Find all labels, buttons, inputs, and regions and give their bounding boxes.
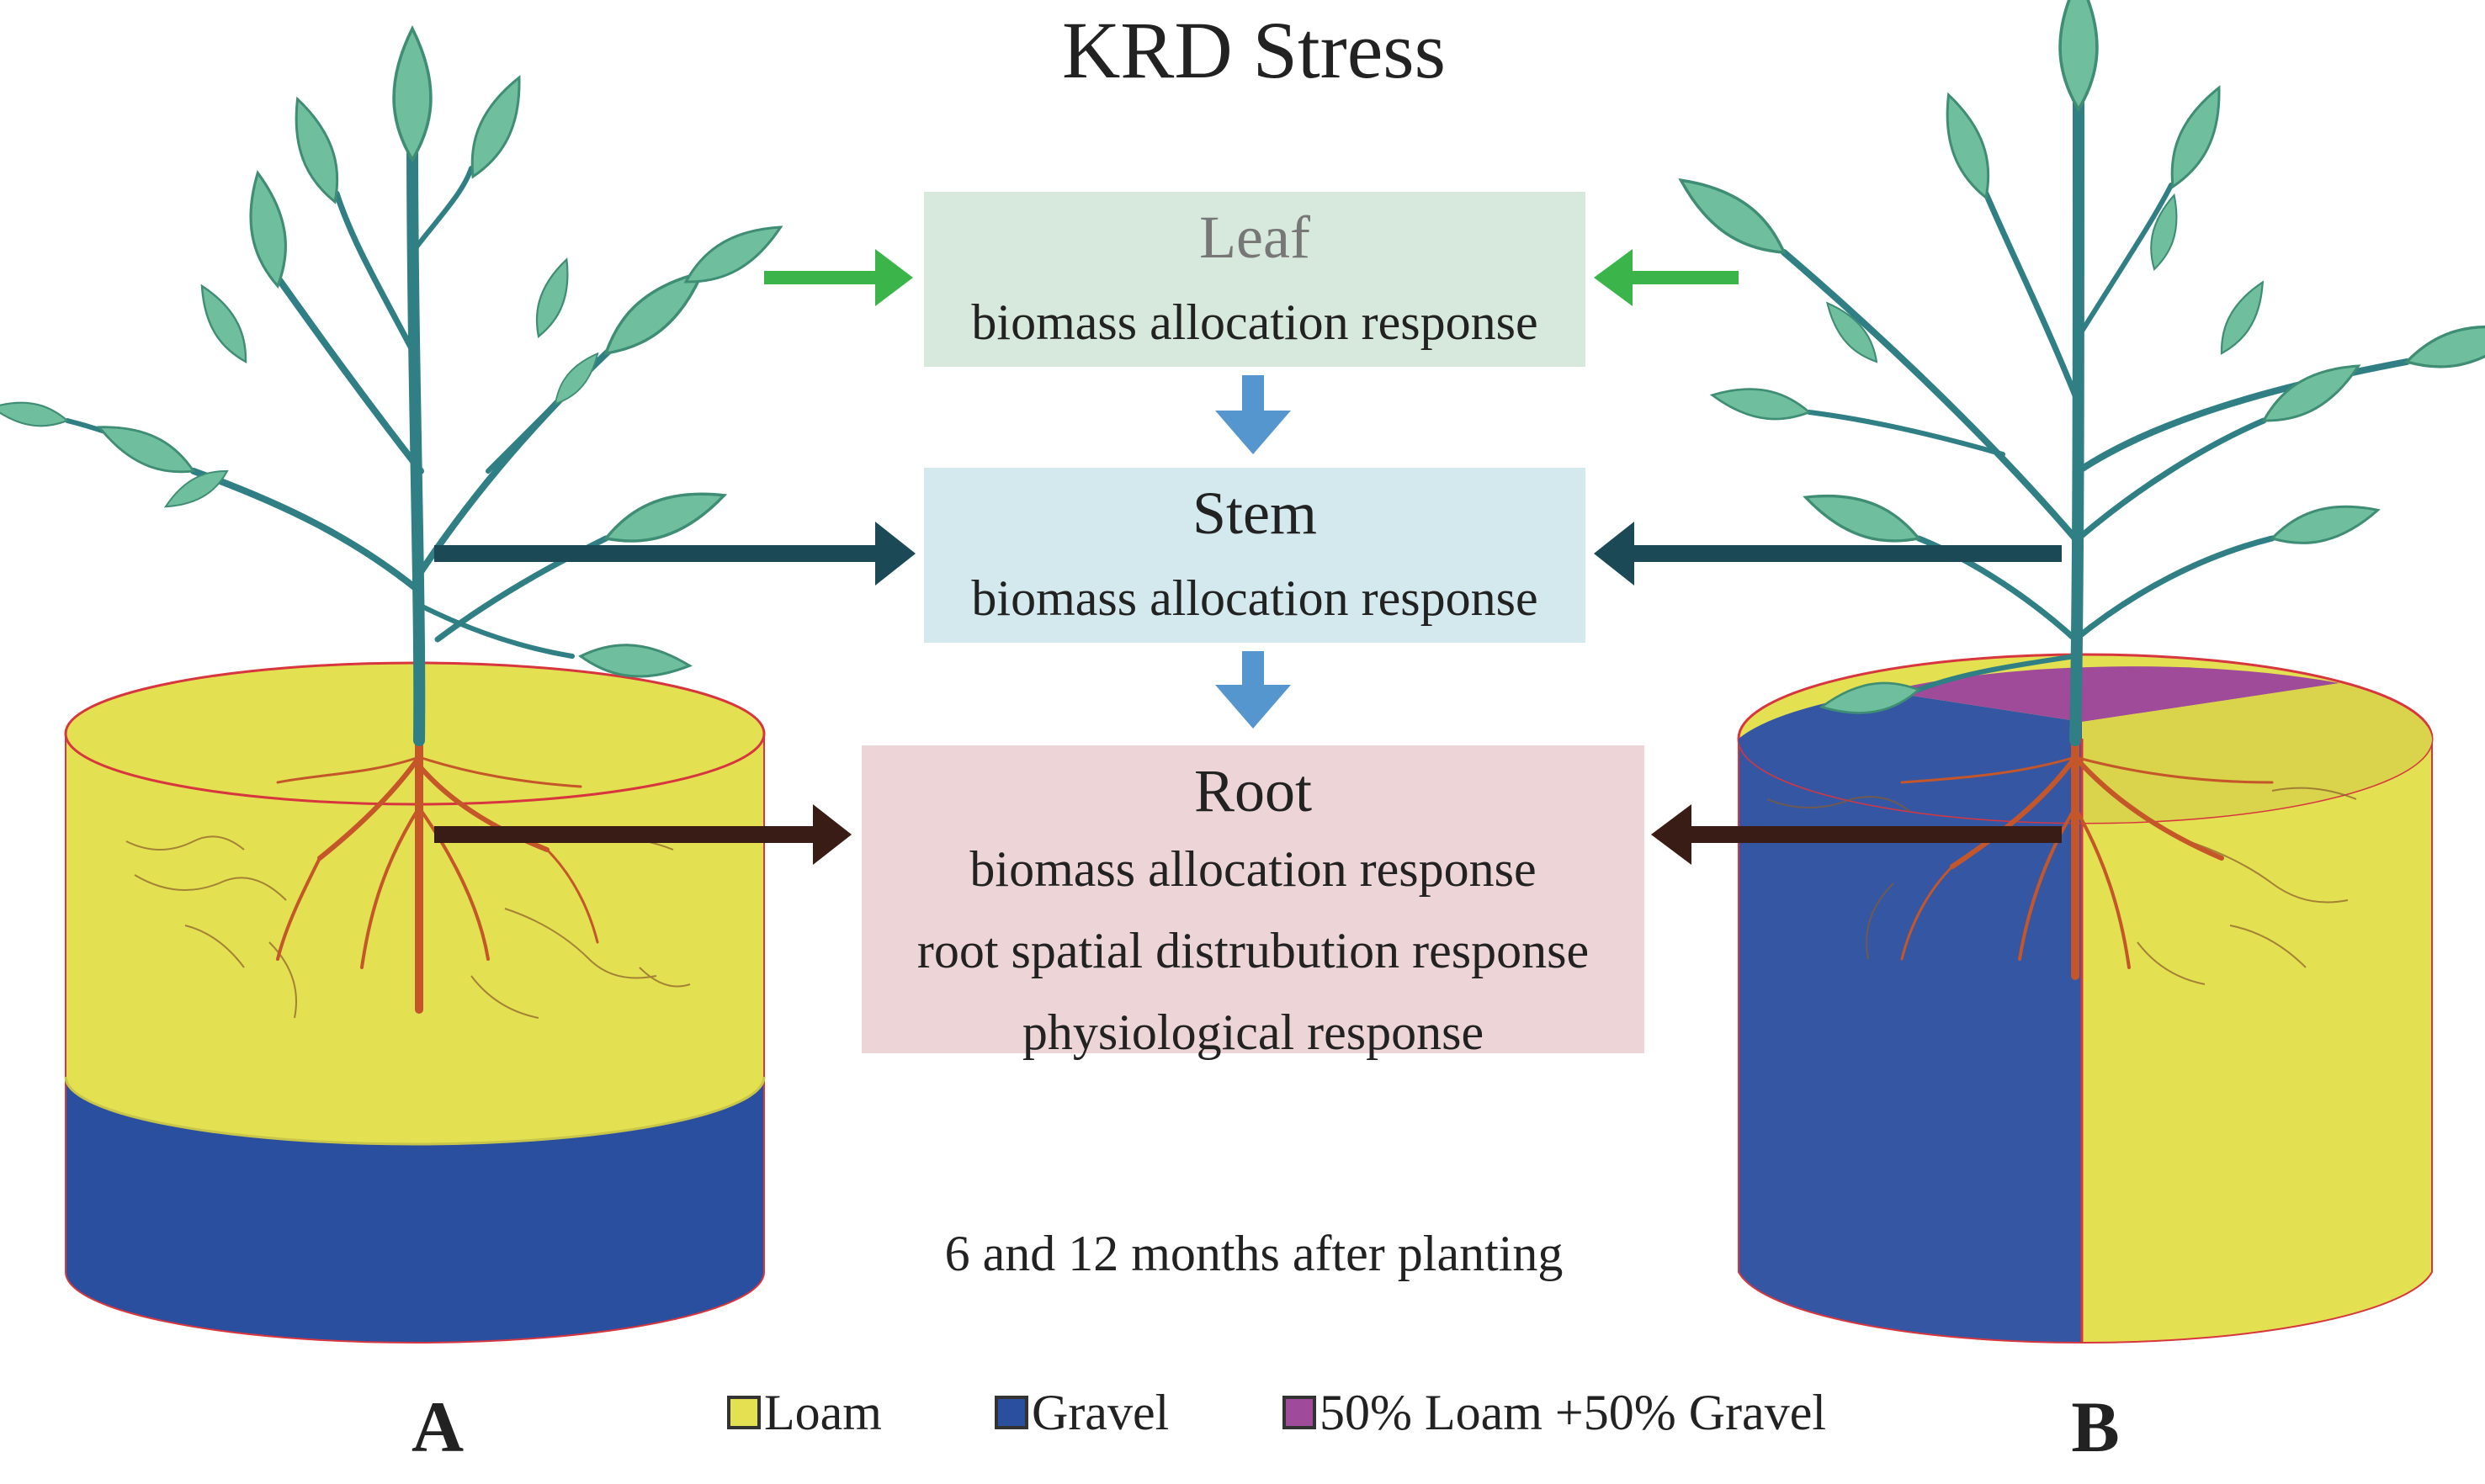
gravel-swatch	[995, 1396, 1028, 1429]
flow-arrows	[1215, 375, 1291, 729]
leaf-box-heading: Leaf	[1199, 204, 1310, 271]
plant-a-leaves	[0, 27, 790, 683]
pot-b-mix-top	[1885, 666, 2339, 722]
stem-arrows	[434, 522, 2062, 586]
pot-b-gravel-top	[1738, 692, 2082, 823]
pot-a-roots	[276, 736, 599, 1014]
root-arrow-right	[1651, 804, 2062, 865]
stem-response-box: Stem biomass allocation response	[924, 468, 1585, 643]
stem-box-line: biomass allocation response	[971, 570, 1538, 626]
leaf-box-bg	[924, 192, 1585, 367]
pot-b-loam-side	[2081, 738, 2433, 1344]
pot-a	[0, 27, 790, 1344]
panel-label-b: B	[2071, 1386, 2120, 1467]
stem-box-heading: Stem	[1192, 480, 1317, 547]
pot-a-gravel-layer	[65, 1076, 765, 1344]
root-arrows	[434, 804, 2062, 865]
pot-b-gravel-side	[1738, 738, 2083, 1344]
legend-item-gravel: Gravel	[995, 1383, 1169, 1442]
leaf-box-line: biomass allocation response	[971, 294, 1538, 350]
leaf-arrow-left	[764, 249, 913, 306]
diagram-title: KRD Stress	[1061, 5, 1447, 95]
leaf-response-box: Leaf biomass allocation response	[924, 192, 1585, 367]
legend-label-gravel: Gravel	[1032, 1384, 1170, 1440]
stem-arrow-right	[1594, 522, 2062, 586]
flow-arrow-stem-to-root	[1215, 651, 1291, 729]
root-arrow-left	[434, 804, 852, 865]
legend-label-mix: 50% Loam +50% Gravel	[1319, 1384, 1826, 1440]
pot-b-fine-roots	[1766, 787, 2357, 985]
mix-swatch	[1282, 1396, 1316, 1429]
leaf-arrow-right	[1594, 249, 1739, 306]
root-box-line-biomass: biomass allocation response	[969, 841, 1537, 897]
pot-b-roots	[1900, 736, 2274, 980]
legend-item-loam: Loam	[727, 1383, 882, 1442]
legend-item-mix: 50% Loam +50% Gravel	[1282, 1383, 1826, 1442]
plant-b-stem	[1781, 78, 2410, 746]
root-box-line-spatial: root spatial distrubution response	[916, 923, 1590, 979]
pot-b-loam-top	[2082, 683, 2432, 824]
timing-caption: 6 and 12 months after planting	[944, 1226, 1564, 1281]
panel-label-a: A	[411, 1386, 465, 1467]
root-box-heading: Root	[1193, 757, 1313, 824]
root-box-line-physiological: physiological response	[1022, 1004, 1484, 1061]
leaf-arrows	[764, 249, 1739, 306]
root-response-box: Root biomass allocation response root sp…	[862, 745, 1644, 1060]
stem-arrow-left	[434, 522, 916, 586]
legend-label-loam: Loam	[764, 1384, 882, 1440]
root-box-bg	[862, 745, 1644, 1053]
stem-box-bg	[924, 468, 1585, 643]
pot-b	[1669, 0, 2485, 1344]
flow-arrow-leaf-to-stem	[1215, 375, 1291, 454]
loam-swatch	[727, 1396, 761, 1429]
